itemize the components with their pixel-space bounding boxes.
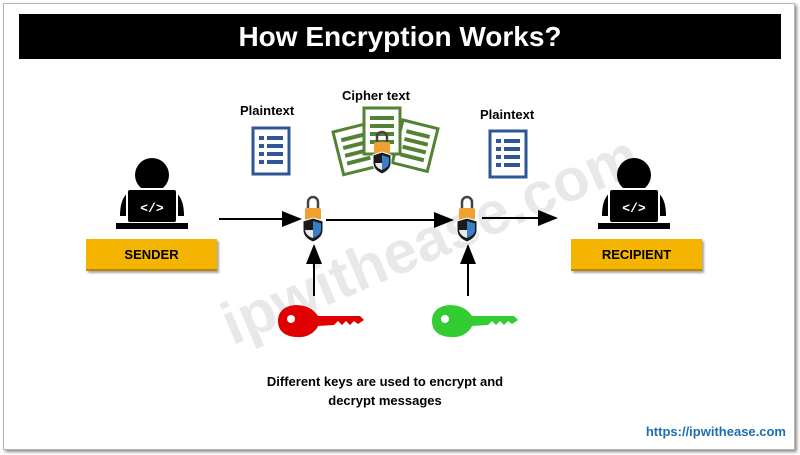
site-url: https://ipwithease.com — [645, 424, 786, 439]
svg-text:</>: </> — [140, 201, 164, 216]
encrypt-key-icon — [278, 305, 364, 338]
caption-line-1: Different keys are used to encrypt and — [266, 374, 504, 389]
plaintext-left-document-icon — [251, 126, 291, 176]
recipient-box: RECIPIENT — [571, 239, 702, 271]
plaintext-left-label: Plaintext — [240, 103, 295, 118]
cipher-text-label: Cipher text — [342, 88, 410, 103]
page-title: How Encryption Works? — [19, 14, 781, 59]
decrypt-key-icon — [432, 305, 518, 338]
decrypt-lock-icon — [456, 195, 478, 243]
plaintext-right-document-icon — [488, 129, 528, 179]
caption-line-2: decrypt messages — [328, 393, 442, 408]
sender-person-icon: </> — [116, 158, 188, 229]
svg-text:</>: </> — [622, 201, 646, 216]
recipient-person-icon: </> — [598, 158, 670, 229]
plaintext-right-label: Plaintext — [480, 107, 535, 122]
sender-box: SENDER — [86, 239, 217, 271]
encrypt-lock-icon — [302, 195, 324, 243]
caption: Different keys are used to encrypt and d… — [230, 372, 540, 410]
cipher-documents-icon — [331, 106, 440, 177]
